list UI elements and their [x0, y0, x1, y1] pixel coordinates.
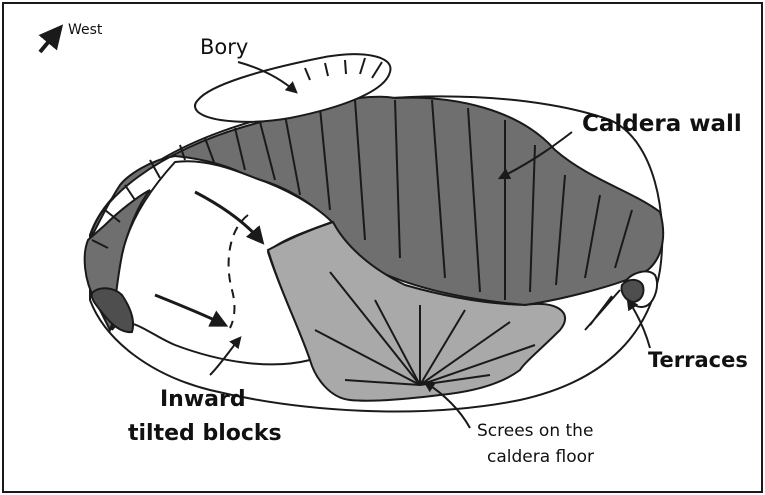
label-inward-line1: Inward — [160, 387, 246, 412]
label-caldera-wall: Caldera wall — [582, 111, 742, 137]
label-screes-line2: caldera floor — [487, 447, 594, 467]
label-inward-line2: tilted blocks — [128, 421, 282, 446]
label-terraces: Terraces — [648, 348, 748, 372]
terrace-right-dark — [622, 280, 644, 302]
compass-label: West — [68, 22, 103, 38]
label-bory: Bory — [200, 35, 248, 59]
label-screes-line1: Screes on the — [477, 421, 593, 441]
